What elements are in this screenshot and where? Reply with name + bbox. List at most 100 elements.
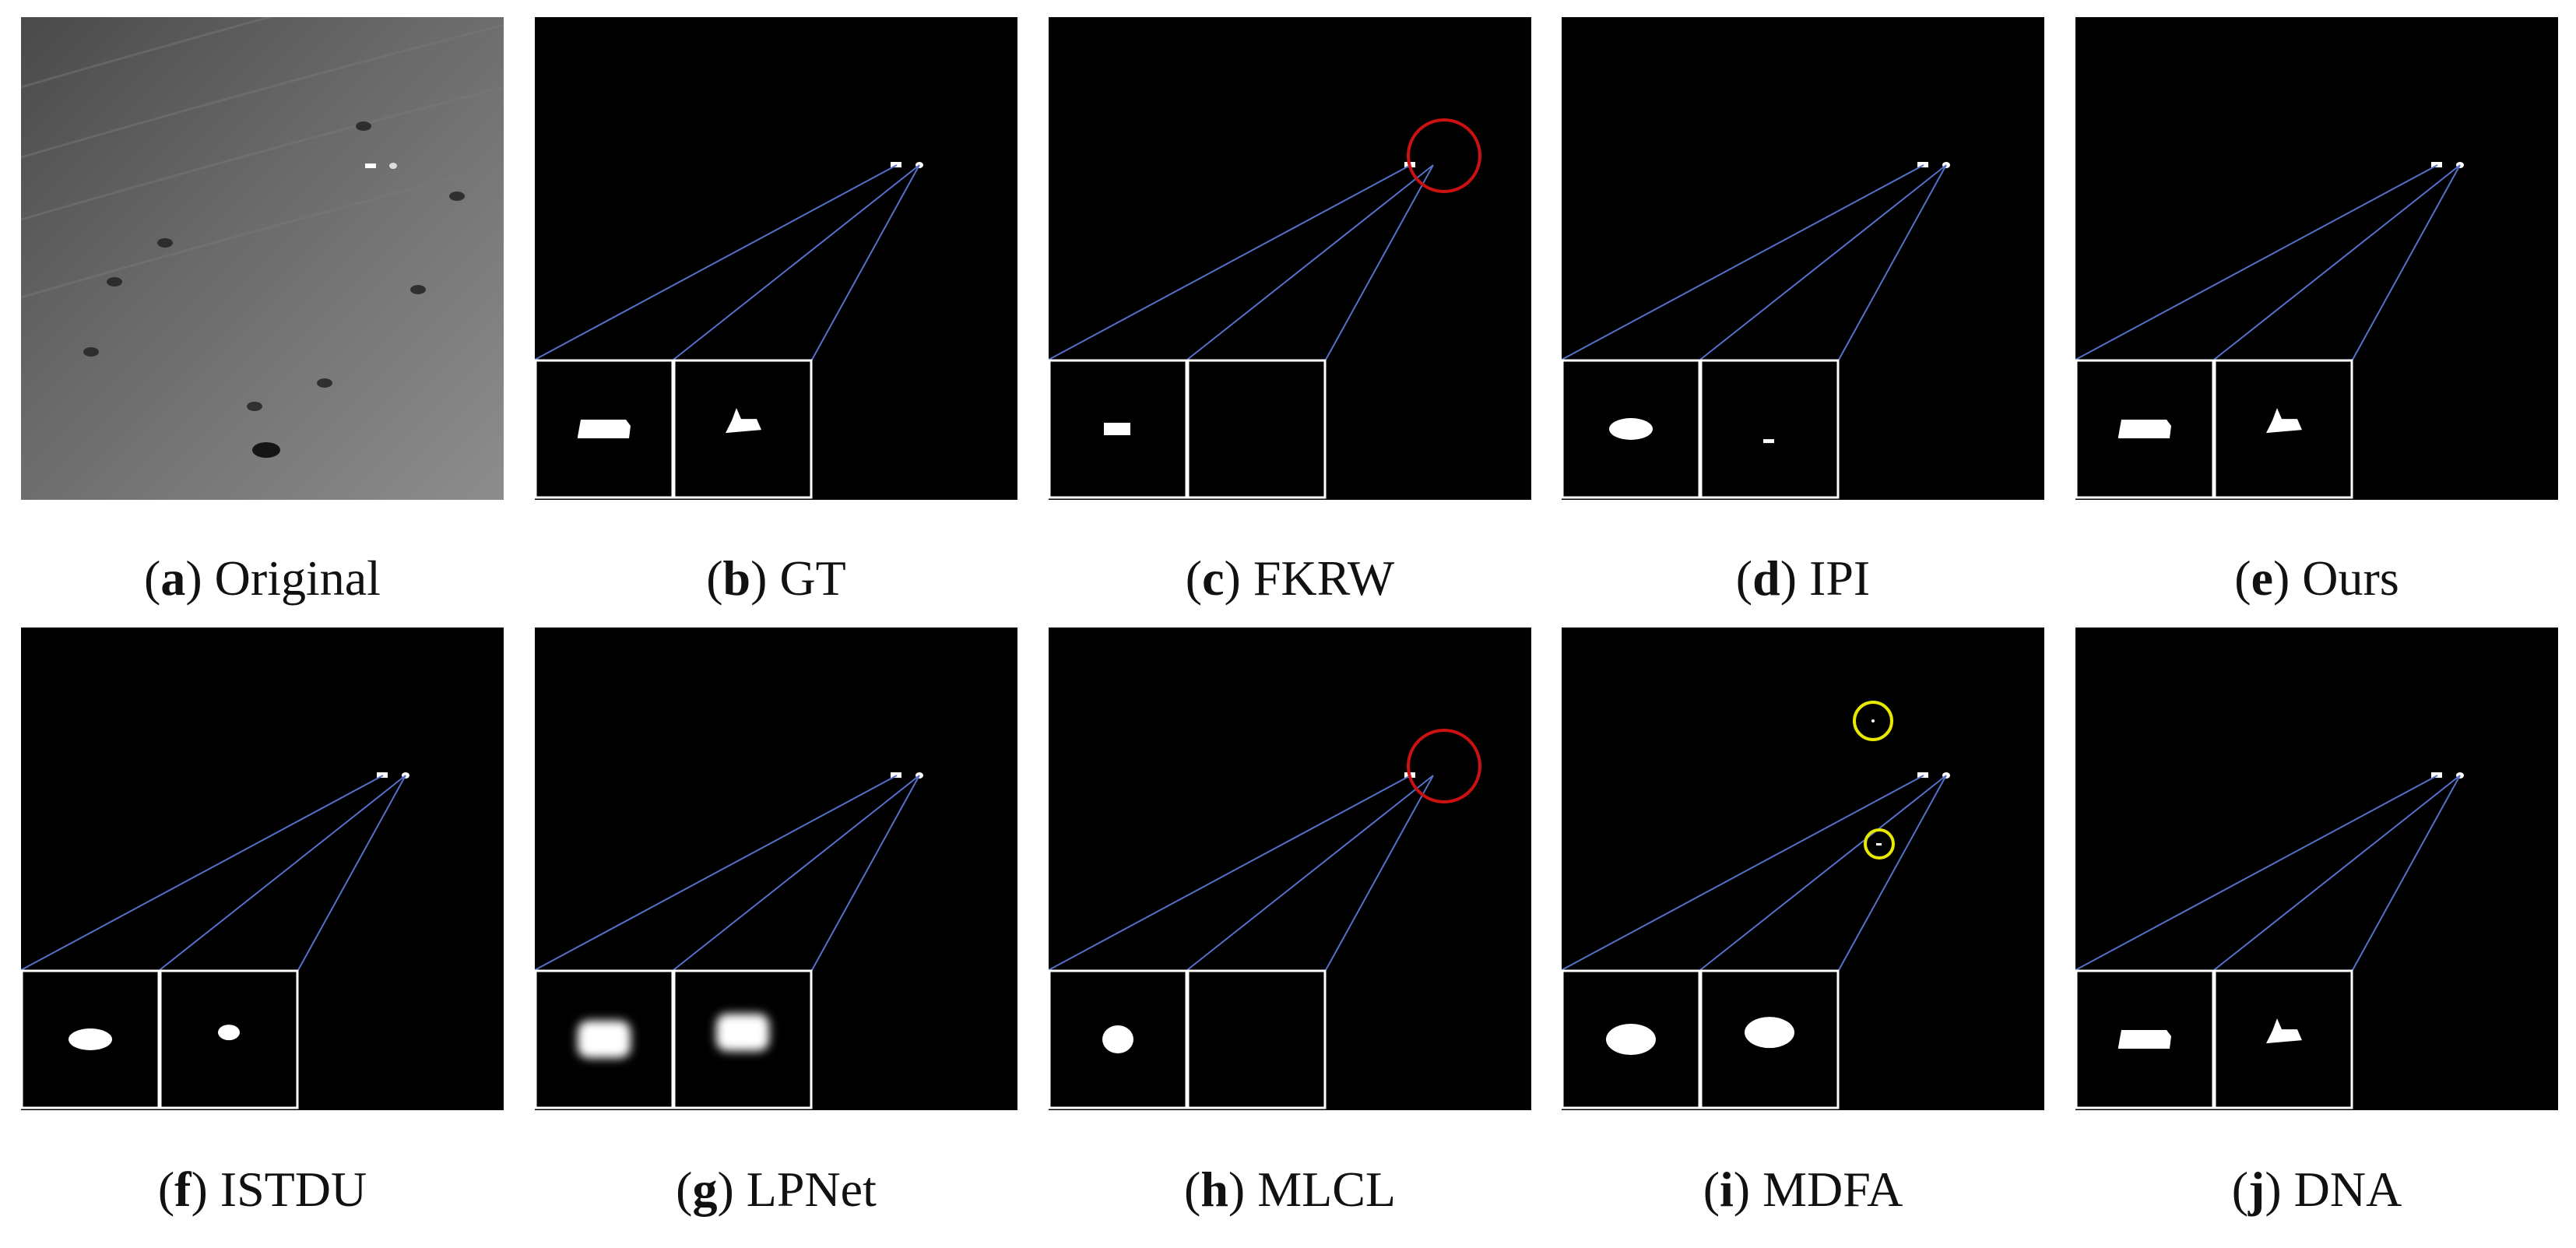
surface-streak [21,163,504,299]
surface-spot [157,238,173,248]
caption-label: Ours [2302,550,2399,606]
caption-letter: i [1720,1162,1734,1217]
zoom-inset-right [1186,359,1327,499]
zoom-connector-line [1699,775,1947,971]
caption-paren: ) [717,1162,747,1217]
zoomed-target-right [1763,439,1774,444]
false-alarm-spot [1876,843,1882,845]
surface-spot [317,378,332,388]
zoom-connector-line [2352,164,2461,360]
zoom-inset-right [1699,359,1840,499]
caption-label: GT [779,550,846,606]
zoomed-target-right [716,1014,769,1052]
caption-g: (g) LPNet [519,1161,1033,1218]
panel-d-image [1562,162,1950,499]
panel-f [21,628,504,1110]
caption-i: (i) MDFA [1546,1161,2060,1218]
zoom-inset-right [1186,969,1327,1109]
zoom-connector-line [2213,164,2461,360]
panel-a [21,17,504,500]
zoom-connector-line [1838,775,1947,971]
caption-paren: ( [706,550,723,606]
surface-spot [83,347,99,357]
caption-letter: f [174,1162,192,1217]
zoom-connector-line [2075,775,2438,971]
caption-paren: ( [2231,1162,2249,1217]
zoomed-target-left [1104,423,1130,435]
caption-paren: ( [2234,550,2251,606]
zoom-connector-line [297,775,406,971]
panel-i-image [1562,701,1950,1109]
zoom-connector-line [21,775,384,971]
zoom-connector-line [1325,775,1434,971]
caption-paren: ) [1780,550,1809,606]
zoom-connector-line [1186,164,1434,360]
zoomed-target-left [578,420,631,438]
caption-paren: ) [2265,1162,2294,1217]
panel-a-image [21,17,504,500]
zoom-connector-line [1699,164,1947,360]
panel-f-image [21,772,409,1109]
panel-d [1562,17,2044,500]
caption-paren: ) [1228,1162,1258,1217]
caption-paren: ( [1184,1162,1201,1217]
caption-label: ISTDU [220,1162,367,1217]
zoom-connector-line [535,164,898,360]
caption-paren: ( [1735,550,1753,606]
zoomed-target-right [2266,1018,2302,1044]
caption-letter: e [2251,550,2273,606]
panel-b-image [535,162,923,499]
caption-label: FKRW [1253,550,1395,606]
zoom-connector-line [1325,164,1434,360]
zoom-connector-line [1562,164,1924,360]
zoom-connector-line [159,775,406,971]
false-alarm-marker [1853,701,1893,741]
zoomed-target-left [1609,418,1653,440]
panel-g [535,628,1017,1110]
surface-spot [449,192,465,201]
caption-e: (e) Ours [2060,550,2574,607]
caption-paren: ) [750,550,780,606]
caption-letter: c [1202,550,1225,606]
caption-j: (j) DNA [2060,1161,2574,1218]
panel-h-image [1049,729,1481,1109]
caption-paren: ) [185,550,215,606]
zoom-connector-line [1049,775,1411,971]
caption-label: MDFA [1762,1162,1903,1217]
caption-d: (d) IPI [1546,550,2060,607]
caption-letter: a [160,550,186,606]
zoomed-target-right [726,408,761,434]
caption-h: (h) MLCL [1033,1161,1547,1218]
caption-paren: ) [1733,1162,1763,1217]
caption-letter: d [1752,550,1780,606]
surface-streak [21,86,504,221]
panel-i [1562,628,2044,1110]
panel-j [2075,628,2558,1110]
caption-paren: ( [1185,550,1203,606]
zoom-connector-line [535,775,898,971]
zoom-connector-line [1562,775,1924,971]
zoom-connector-line [1838,164,1947,360]
surface-spot [107,277,122,287]
zoom-connector-line [811,775,920,971]
surface-spot [410,285,426,294]
caption-paren: ( [676,1162,693,1217]
infrared-target [365,163,376,168]
panel-c [1049,17,1531,500]
zoom-connector-line [811,164,920,360]
caption-letter: j [2248,1162,2265,1217]
zoomed-target-left [1606,1024,1656,1055]
zoomed-target-right [1745,1017,1794,1049]
caption-paren: ( [157,1162,175,1217]
caption-b: (b) GT [519,550,1033,607]
false-alarm-marker [1864,828,1895,860]
panel-h [1049,628,1531,1110]
zoom-connector-line [673,775,920,971]
surface-spot [356,121,371,131]
panel-e-image [2075,162,2464,499]
infrared-target [389,163,397,169]
zoom-connector-line [1049,164,1411,360]
zoom-connector-line [2075,164,2438,360]
panel-g-image [535,772,923,1109]
caption-a: (a) Original [5,550,519,607]
